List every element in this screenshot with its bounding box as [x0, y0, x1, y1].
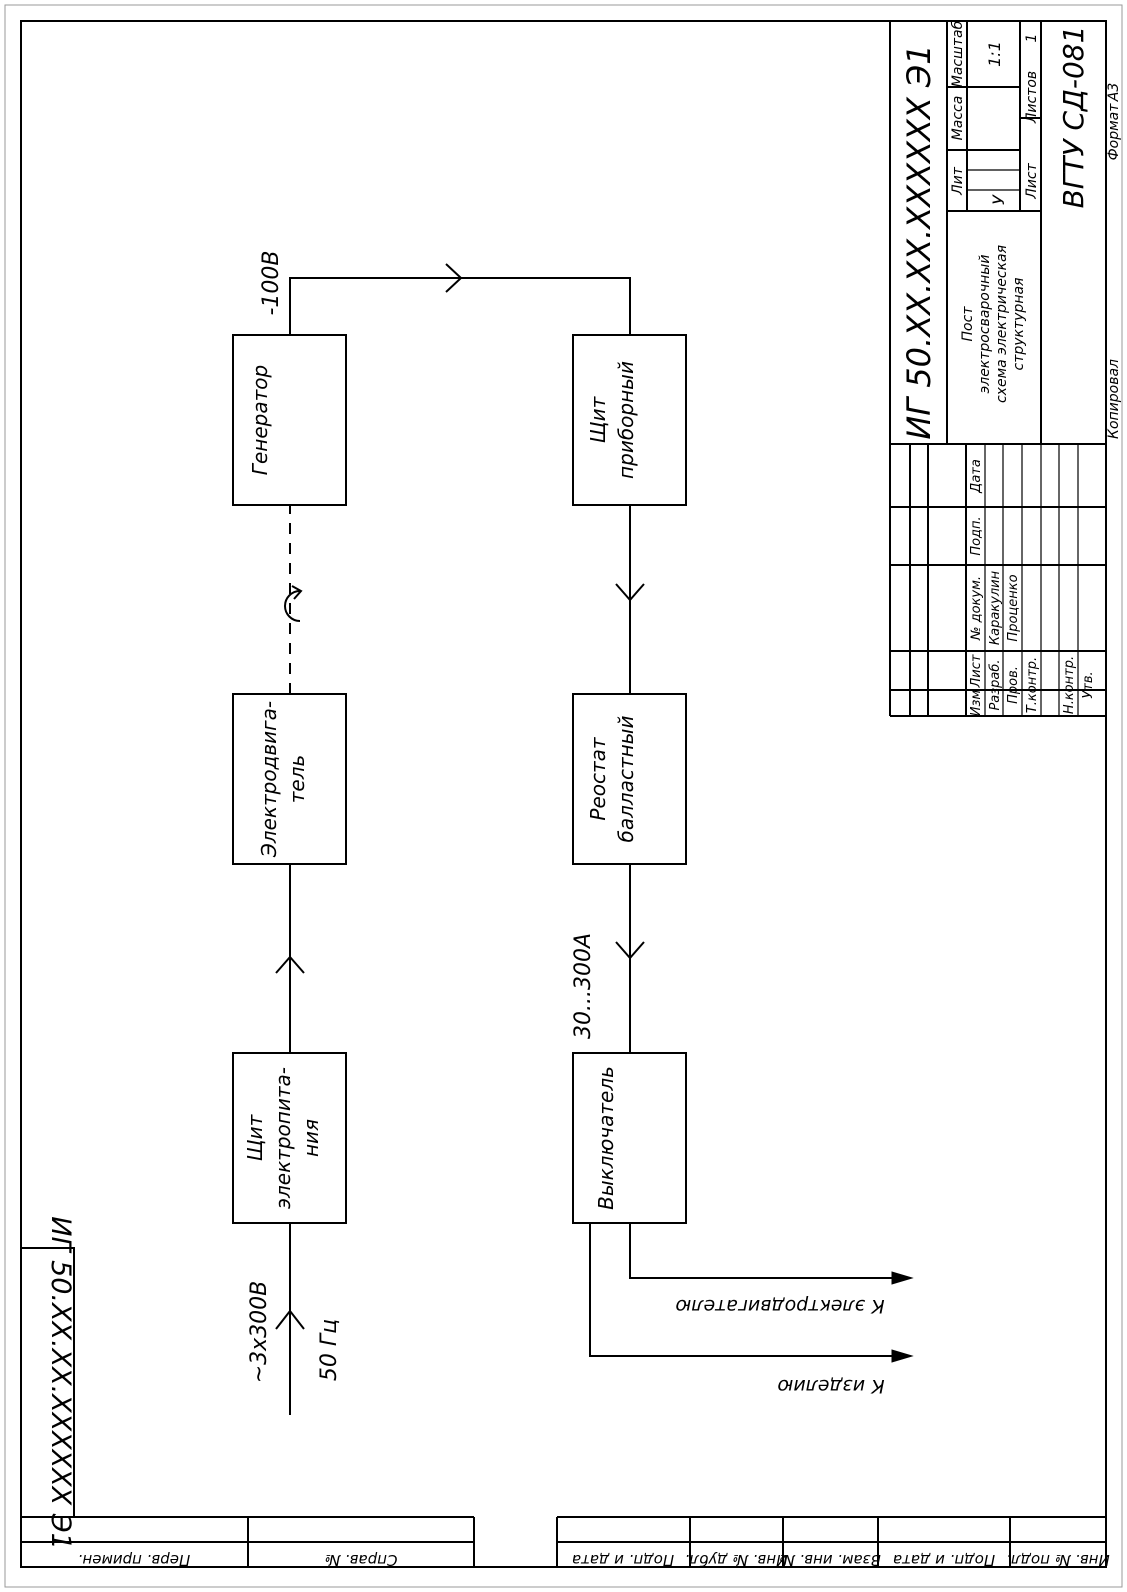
- block-rheostat-line-1: Реостат: [586, 736, 610, 821]
- title-block: ИГ 50.XX.XX.XXXXXX Э1 Пост электросвароч…: [889, 20, 1122, 717]
- margin-cell-podp-data-2: Подп. и дата: [893, 1551, 995, 1569]
- doc-header: № докум.: [969, 576, 984, 641]
- margin-cell-vzam-inv: Взам. инв. №: [779, 1551, 881, 1569]
- doc-name-line-3: схема электрическая: [994, 245, 1010, 403]
- scale-header: Масштаб: [950, 20, 966, 87]
- signer-name-1: Каракулин: [988, 570, 1003, 645]
- block-power-shield-line-1: Щит: [243, 1113, 267, 1161]
- margin-strip: Перв. примен. Справ. № Подп. и дата Инв.…: [21, 1516, 1110, 1569]
- link-shield-motor-arrow: [275, 955, 305, 974]
- doc-name-line-4: структурная: [1011, 278, 1027, 371]
- link-generator-panel: [289, 277, 631, 335]
- rotation-icon: [284, 585, 303, 622]
- margin-cell-inv-dubl: Инв. № дубл.: [685, 1551, 788, 1569]
- sign-header: Подп.: [969, 516, 984, 555]
- block-switch-line-1: Выключатель: [594, 1066, 618, 1210]
- block-rheostat-line-2: балластный: [614, 716, 638, 843]
- output-arrow-motor: [891, 1271, 914, 1285]
- block-rheostat: Реостат балластный: [572, 693, 687, 865]
- label-to-motor: К электродвигателю: [675, 1295, 884, 1317]
- organization: ВГТУ СД-081: [1057, 26, 1090, 209]
- lit-value: У: [989, 194, 1008, 205]
- doc-name-line-1: Пост: [960, 306, 976, 342]
- mass-header: Масса: [950, 96, 966, 141]
- signer-name-2: Проценко: [1006, 574, 1021, 641]
- format-label: Формат: [1106, 103, 1122, 161]
- scale-value: 1:1: [985, 41, 1004, 67]
- margin-cell-sprav-no: Справ. №: [325, 1551, 398, 1569]
- margin-cell-perv-primen: Перв. примен.: [78, 1551, 191, 1569]
- list-header: Лист: [969, 654, 984, 688]
- signer-role-6: Утв.: [1081, 671, 1096, 698]
- inner-frame: [20, 20, 1107, 1568]
- margin-cell-inv-podl: Инв. № подл.: [1006, 1551, 1109, 1569]
- sheets-value: 1: [1024, 34, 1040, 43]
- margin-cell-podp-data-1: Подп. и дата: [572, 1551, 674, 1569]
- corner-stamp: ИГ 50.XX.XX.XXXXXX Э1: [20, 1216, 76, 1550]
- block-motor-line-1: Электродвига-: [257, 701, 281, 858]
- block-motor: Электродвига- тель: [232, 693, 347, 865]
- block-instrument-panel-line-2: приборный: [614, 361, 638, 479]
- label-input-freq: 50 Гц: [317, 1319, 342, 1381]
- block-power-shield: Щит электропита- ния: [232, 1052, 347, 1224]
- block-generator: Генератор: [232, 334, 347, 506]
- doc-name-line-2: электросварочный: [977, 255, 993, 394]
- label-current-range: 30...300А: [571, 933, 596, 1039]
- sheet-label: Лист: [1024, 162, 1040, 199]
- copied-label: Копировал: [1106, 359, 1122, 439]
- structural-diagram: Щит электропита- ния Электродвига- тель …: [232, 250, 914, 1415]
- sheets-label: Листов: [1024, 71, 1040, 124]
- input-arrow: [275, 1309, 305, 1330]
- label-generator-voltage: -100В: [259, 250, 284, 315]
- corner-stamp-text: ИГ 50.XX.XX.XXXXXX Э1: [45, 1216, 76, 1550]
- label-to-workpiece: К изделию: [777, 1375, 884, 1397]
- date-header: Дата: [969, 459, 984, 494]
- output-arrow-workpiece: [891, 1349, 914, 1363]
- block-instrument-panel-line-1: Щит: [586, 395, 610, 443]
- block-generator-line-1: Генератор: [248, 365, 272, 475]
- signer-role-3: Т.контр.: [1025, 657, 1040, 713]
- izm-header: Изм: [969, 690, 984, 717]
- signer-role-5: Н.контр.: [1062, 656, 1077, 714]
- link-rheostat-switch-arrow: [615, 941, 645, 960]
- link-generator-panel-arrow: [445, 263, 463, 293]
- outer-border: [4, 4, 1123, 1588]
- output-line-motor: [629, 1223, 895, 1279]
- block-motor-line-2: тель: [285, 755, 309, 804]
- lit-header: Лит: [950, 166, 966, 196]
- link-panel-rheostat-arrow: [615, 583, 645, 602]
- block-switch: Выключатель: [572, 1052, 687, 1224]
- block-instrument-panel: Щит приборный: [572, 334, 687, 506]
- block-power-shield-line-2: электропита-: [271, 1067, 295, 1209]
- format-value: А3: [1106, 83, 1122, 102]
- signer-role-1: Разраб.: [988, 659, 1003, 710]
- label-input-voltage: ~3х300В: [247, 1281, 272, 1384]
- title-designation: ИГ 50.XX.XX.XXXXXX Э1: [900, 44, 938, 439]
- output-line-workpiece: [589, 1223, 895, 1357]
- block-power-shield-line-3: ния: [299, 1119, 323, 1157]
- signer-role-2: Пров.: [1006, 666, 1021, 704]
